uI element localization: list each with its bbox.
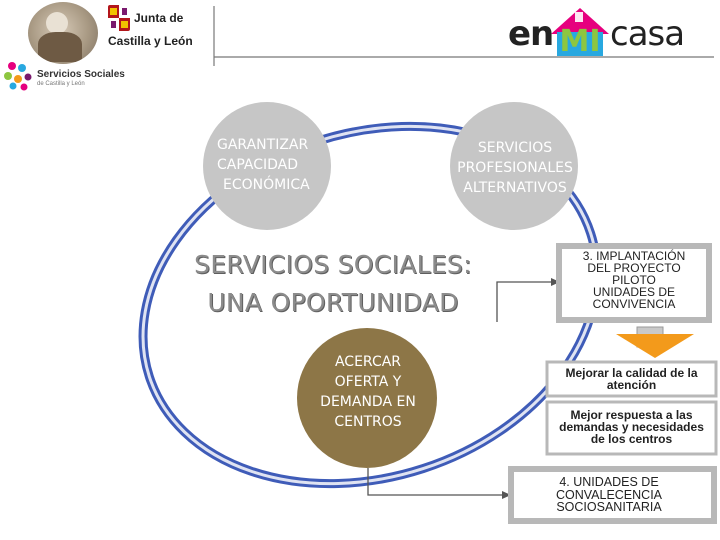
box-quality (545, 360, 718, 398)
circle-bottom-line: CENTROS (334, 414, 402, 430)
services-name-line1: Servicios Sociales (37, 69, 125, 80)
brand-mi: MI (559, 24, 601, 59)
circle-bottom-text: ACERCAR OFERTA Y DEMANDA EN CENTROS (300, 352, 436, 432)
circle-bottom-line: OFERTA Y (334, 374, 402, 390)
box-pilot-line: 3. IMPLANTACIÓN (582, 249, 686, 263)
box-pilot-line: UNIDADES DE (592, 285, 675, 299)
box-quality-text: Mejorar la calidad de la atención (549, 367, 714, 391)
circle-top-left-line: ECONÓMICA (223, 177, 310, 193)
header-photo (28, 2, 98, 64)
circle-top-right-text: SERVICIOS PROFESIONALES ALTERNATIVOS (445, 138, 585, 198)
connector-pilot (496, 281, 558, 322)
down-arrow-icon (616, 326, 694, 358)
circle-bottom-line: DEMANDA EN (320, 394, 416, 410)
box-convalescence-text: 4. UNIDADES DE CONVALECENCIA SOCIOSANITA… (514, 476, 704, 514)
box-convalescence-line: CONVALECENCIA (555, 487, 663, 502)
circle-top-left-line: GARANTIZAR (217, 137, 309, 153)
box-response-line: de los centros (590, 432, 673, 446)
circle-bottom (297, 328, 437, 468)
box-quality-line: Mejorar la calidad de la (565, 366, 698, 380)
circle-top-right-line: SERVICIOS (477, 140, 553, 156)
diagram-title: SERVICIOS SOCIALES: UNA OPORTUNIDAD (175, 246, 491, 322)
box-pilot-line: CONVIVENCIA (592, 297, 676, 311)
circle-top-left-text: GARANTIZAR CAPACIDAD ECONÓMICA (203, 135, 331, 195)
connector-convalescence (367, 468, 508, 496)
box-response (545, 400, 718, 456)
box-pilot (556, 243, 712, 323)
box-quality-line: atención (606, 378, 657, 392)
org-name-line2: Castilla y León (108, 34, 193, 48)
circle-top-right-line: ALTERNATIVOS (463, 180, 567, 196)
circle-top-left-line: CAPACIDAD (217, 157, 299, 173)
box-convalescence-line: SOCIOSANITARIA (556, 500, 662, 514)
box-convalescence-line: 4. UNIDADES DE (559, 475, 659, 489)
box-response-text: Mejor respuesta a las demandas y necesid… (549, 409, 714, 445)
org-name-line1: Junta de (134, 11, 184, 25)
box-pilot-line: DEL PROYECTO (587, 261, 681, 275)
diagram-title-line2: UNA OPORTUNIDAD (207, 288, 459, 317)
box-response-line: Mejor respuesta a las (570, 408, 693, 422)
diagram-title-line1: SERVICIOS SOCIALES: (194, 250, 472, 279)
box-response-line: demandas y necesidades (559, 420, 704, 434)
box-convalescence (508, 466, 717, 524)
circle-top-right (450, 102, 578, 230)
circle-top-left (203, 102, 331, 230)
circle-bottom-line: ACERCAR (334, 354, 402, 370)
box-pilot-text: 3. IMPLANTACIÓN DEL PROYECTO PILOTO UNID… (562, 250, 706, 310)
brand-en: en (508, 14, 554, 54)
services-name-line2: de Castilla y León (37, 81, 85, 87)
box-pilot-line: PILOTO (612, 273, 656, 287)
circle-top-right-line: PROFESIONALES (457, 160, 573, 176)
brand-casa: casa (610, 14, 685, 54)
